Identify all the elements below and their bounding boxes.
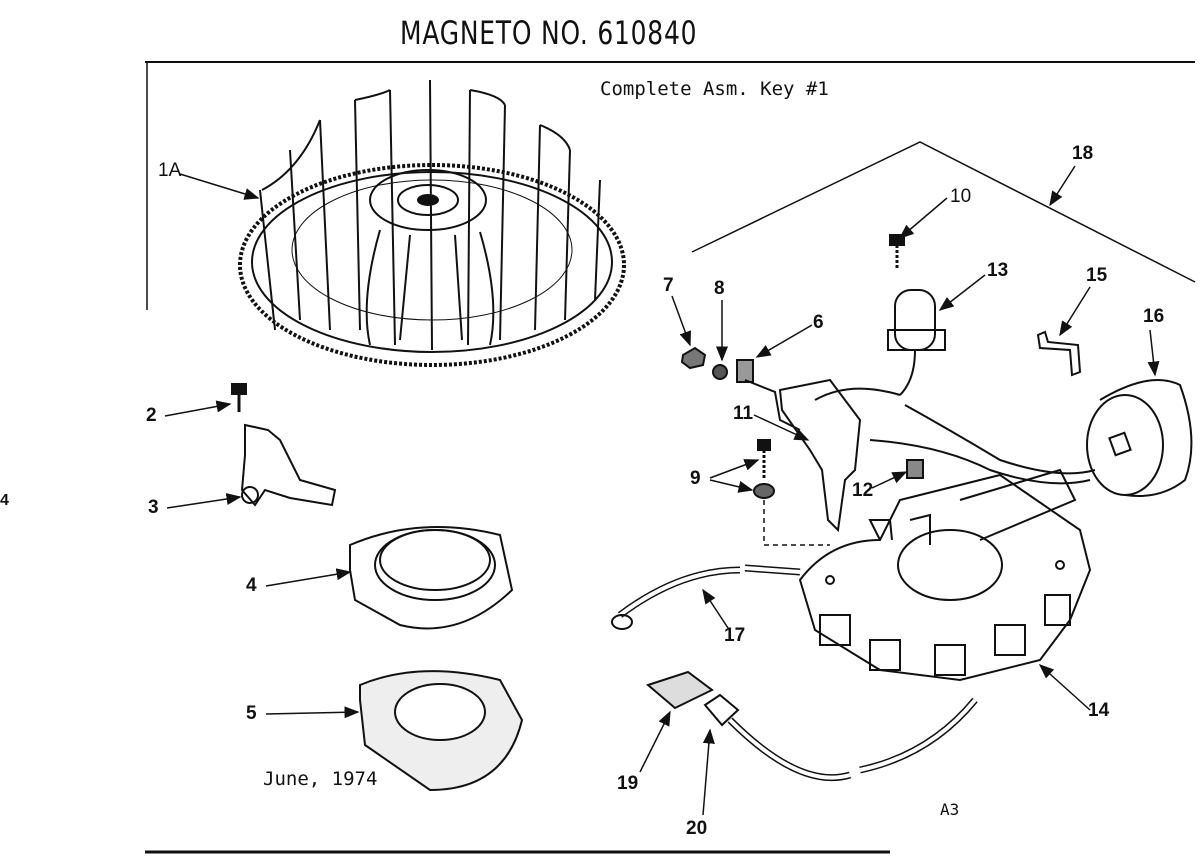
assembly-note: Complete Asm. Key #1 — [600, 78, 829, 100]
gasket-part — [359, 670, 524, 792]
callout-4: 4 — [246, 575, 257, 596]
ignition-coil-part — [869, 379, 1193, 497]
small-parts-6-7-8 — [680, 346, 754, 383]
ground-wire-part — [611, 564, 801, 630]
margin-mark: 4 — [0, 492, 9, 509]
page-code: A3 — [940, 800, 960, 819]
callout-8: 8 — [714, 278, 725, 299]
callout-5: 5 — [246, 703, 257, 724]
flywheel-part — [238, 79, 626, 367]
callout-19: 19 — [617, 773, 639, 794]
callout-1a: 1A — [158, 160, 182, 181]
callout-17: 17 — [724, 625, 746, 646]
callout-7: 7 — [663, 275, 674, 296]
callout-10: 10 — [950, 186, 972, 207]
callout-2: 2 — [146, 405, 157, 426]
stator-plate-part — [798, 468, 1092, 682]
leader-lines — [164, 173, 1160, 816]
callout-16: 16 — [1143, 306, 1165, 327]
callout-6: 6 — [813, 312, 824, 333]
callout-20: 20 — [686, 818, 708, 839]
clip-part — [1036, 330, 1082, 377]
page-title: MAGNETO NO. 610840 — [400, 14, 698, 52]
condenser-part — [887, 234, 946, 396]
callout-14: 14 — [1088, 700, 1110, 721]
mounting-plate-part — [349, 526, 514, 630]
callout-12: 12 — [852, 480, 874, 501]
callout-18: 18 — [1072, 143, 1094, 164]
connector-lead-part — [645, 670, 978, 782]
callout-3: 3 — [148, 497, 159, 518]
screw-bracket-part — [231, 383, 337, 507]
breaker-assembly-part — [744, 378, 924, 546]
callout-9: 9 — [690, 468, 701, 489]
assembly-bracket-18 — [691, 141, 1196, 283]
callout-15: 15 — [1086, 265, 1108, 286]
callout-13: 13 — [987, 260, 1009, 281]
date-label: June, 1974 — [263, 768, 378, 790]
callout-11: 11 — [733, 403, 754, 424]
